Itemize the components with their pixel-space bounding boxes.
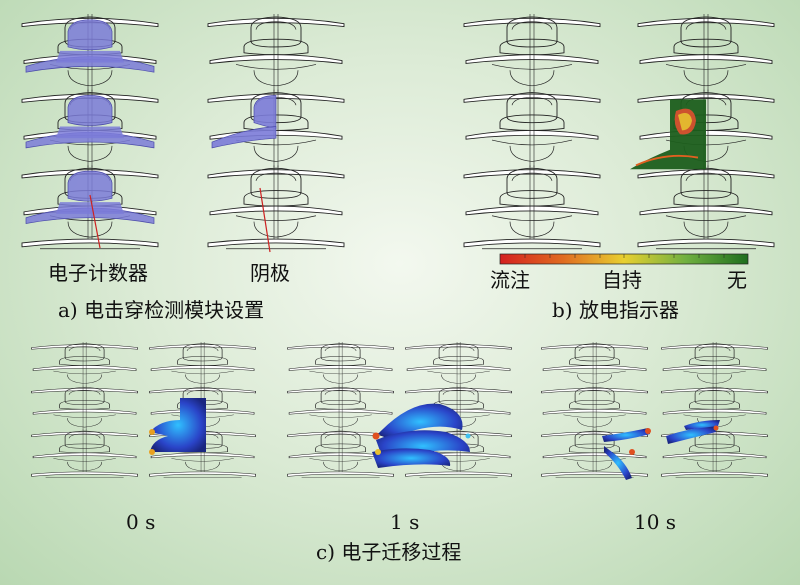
panel-c-0s-left bbox=[32, 342, 138, 478]
legend-colorbar bbox=[499, 253, 749, 265]
legend-label-none: 无 bbox=[727, 268, 747, 292]
panel-b-string-left bbox=[464, 14, 600, 249]
legend-label-self-sustained: 自持 bbox=[602, 268, 642, 292]
label-cathode: 阴极 bbox=[250, 261, 290, 285]
panel-a bbox=[22, 14, 344, 253]
caption-panel-c: c) 电子迁移过程 bbox=[316, 540, 462, 564]
panel-c-10s-left bbox=[542, 342, 648, 478]
caption-panel-b: b) 放电指示器 bbox=[552, 298, 679, 322]
label-electron-counter: 电子计数器 bbox=[48, 261, 148, 285]
panel-b-string-right bbox=[630, 14, 774, 249]
panel-c bbox=[32, 342, 768, 480]
cathode-pointer bbox=[259, 187, 271, 253]
panel-a-string-right bbox=[208, 14, 344, 249]
time-label-10s: 10 s bbox=[634, 510, 677, 534]
time-label-1s: 1 s bbox=[390, 510, 420, 534]
panel-b bbox=[464, 14, 774, 265]
electrons-1s bbox=[372, 403, 471, 468]
legend-label-streamer: 流注 bbox=[490, 268, 530, 292]
counter-pointer bbox=[89, 194, 101, 249]
caption-panel-a: a) 电击穿检测模块设置 bbox=[58, 298, 265, 322]
electrons-0s bbox=[150, 398, 206, 452]
electrons-10s bbox=[602, 420, 720, 480]
time-label-0s: 0 s bbox=[126, 510, 156, 534]
panel-c-10s-right bbox=[662, 342, 768, 478]
panel-a-string-left bbox=[22, 14, 158, 249]
